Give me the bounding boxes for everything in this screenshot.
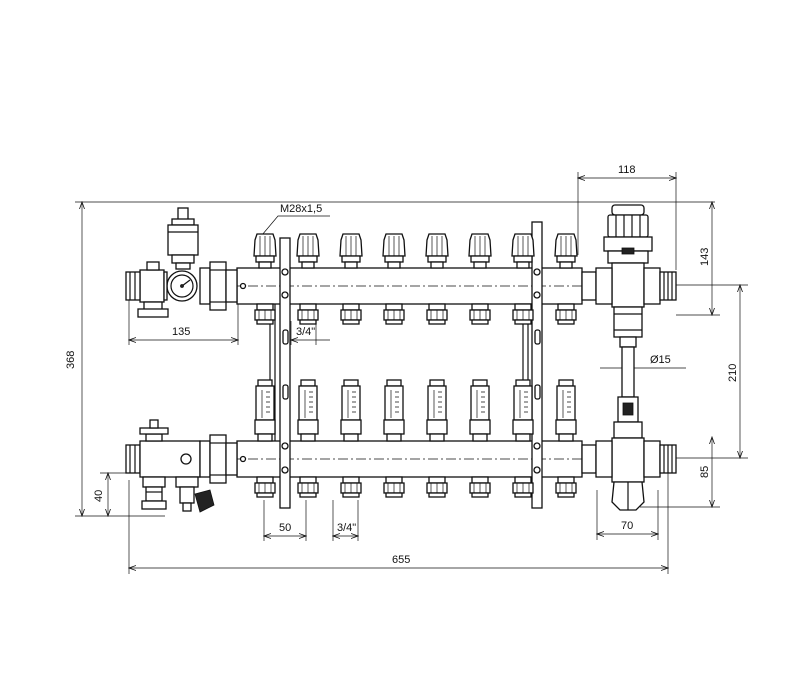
dim-right-valve-label: 118 (618, 164, 636, 176)
valve-cap (382, 233, 406, 269)
outlet-connector (254, 476, 276, 498)
outlet-connector (555, 476, 577, 498)
outlet-connector (426, 303, 448, 325)
right-valve-group (581, 204, 677, 511)
valve-cap (339, 233, 363, 269)
left-bottom-group (125, 419, 247, 513)
dim-bottom-left-label: 40 (93, 490, 105, 502)
valve-cap (296, 233, 320, 269)
flow-meter (469, 379, 491, 442)
outlet-connector (383, 476, 405, 498)
dim-left-group-label: 135 (172, 326, 190, 338)
flow-meter (254, 379, 276, 442)
outlet-connector (512, 476, 534, 498)
dim-right-top-label: 143 (699, 248, 711, 266)
flow-meter (297, 379, 319, 442)
flow-meter (555, 379, 577, 442)
flow-meter (383, 379, 405, 442)
outlet-connector (469, 476, 491, 498)
dim-pitch-label: 50 (279, 522, 291, 534)
valve-cap (253, 233, 277, 269)
top-manifold-bar (230, 267, 590, 305)
outlet-connector (469, 303, 491, 325)
valve-cap (554, 233, 578, 269)
dim-total-width-label: 655 (392, 554, 410, 566)
top-valve-caps (253, 233, 578, 269)
outlet-connector (555, 303, 577, 325)
outlet-connector (297, 303, 319, 325)
left-top-group (125, 207, 247, 318)
outlet-connector (426, 476, 448, 498)
flow-meter (340, 379, 362, 442)
flow-meter (426, 379, 448, 442)
dimension-lines (75, 172, 748, 574)
flow-meter (512, 379, 534, 442)
dim-thread-bottom-label: 3/4" (337, 522, 356, 534)
outlet-connector (254, 303, 276, 325)
bottom-manifold-bar (230, 440, 590, 478)
dim-bypass-diameter-label: Ø15 (650, 354, 671, 366)
dim-right-bottom-width-label: 70 (621, 520, 633, 532)
bottom-outlets (254, 476, 577, 498)
dim-total-height-label: 368 (65, 351, 77, 369)
outlet-connector (512, 303, 534, 325)
bottom-flow-meters (254, 379, 577, 442)
outlet-connector (340, 303, 362, 325)
valve-cap (468, 233, 492, 269)
valve-cap (425, 233, 449, 269)
top-outlets (254, 303, 577, 325)
outlet-connector (383, 303, 405, 325)
callout-thread-label: M28x1,5 (280, 203, 322, 215)
dimension-labels: M28x1,5 655 135 118 50 3/4" 3/4" Ø15 70 … (65, 164, 739, 566)
dim-right-bottom-label: 85 (699, 466, 711, 478)
outlet-connector (340, 476, 362, 498)
valve-cap (511, 233, 535, 269)
dim-bar-spacing-label: 210 (727, 364, 739, 382)
outlet-connector (297, 476, 319, 498)
dim-thread-top-label: 3/4" (296, 326, 315, 338)
mounting-brackets (269, 221, 543, 509)
